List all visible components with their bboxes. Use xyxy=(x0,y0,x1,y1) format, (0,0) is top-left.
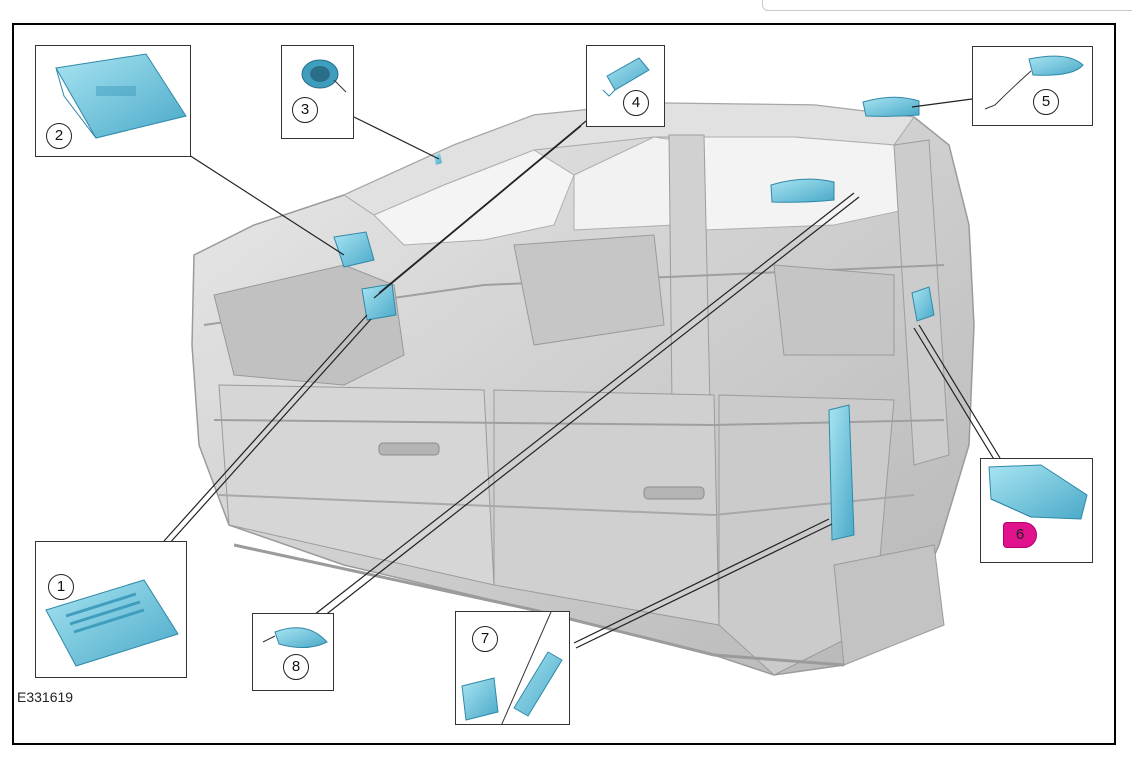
callout-7: 7 xyxy=(455,611,570,725)
module-icon xyxy=(45,579,179,667)
antenna-icon xyxy=(984,55,1084,110)
callout-number: 4 xyxy=(623,90,649,116)
callout-number: 3 xyxy=(292,97,318,123)
callout-number: 8 xyxy=(283,654,309,680)
truck-cab-xray-illustration xyxy=(163,96,1001,676)
module-icon xyxy=(602,57,650,97)
vehicle-body xyxy=(191,102,975,676)
figure-code: E331619 xyxy=(17,689,74,705)
callout-1: 1 xyxy=(35,541,187,678)
callout-number: 7 xyxy=(472,626,498,652)
antenna-icon xyxy=(262,627,328,648)
callout-number: 1 xyxy=(48,574,74,600)
vehicle-components xyxy=(333,96,935,541)
module-icon xyxy=(55,53,187,139)
callout-number: 5 xyxy=(1033,89,1059,115)
callout-6: 6 xyxy=(980,458,1093,563)
module-icon xyxy=(988,464,1088,520)
diagram-frame: 2 3 4 5 6 xyxy=(12,23,1116,745)
callout-number: 6 xyxy=(1003,522,1037,548)
callout-3: 3 xyxy=(281,45,354,139)
callout-2: 2 xyxy=(35,45,191,157)
callout-5: 5 xyxy=(972,46,1093,126)
callout-8: 8 xyxy=(252,613,334,691)
callout-number: 2 xyxy=(46,123,72,149)
top-strip xyxy=(762,0,1132,11)
speaker-icon xyxy=(301,59,347,93)
callout-4: 4 xyxy=(586,45,665,127)
module-icon xyxy=(461,612,563,724)
leader-lines xyxy=(163,98,1001,649)
